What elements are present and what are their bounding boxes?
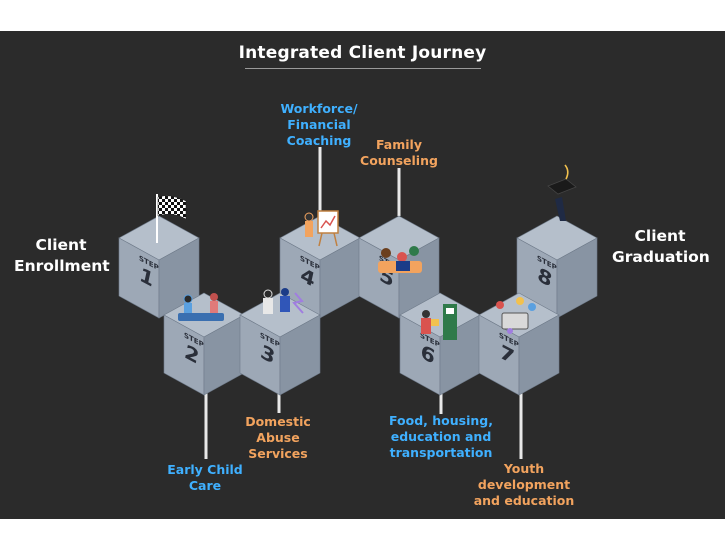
step-2-illustration-icon bbox=[178, 293, 224, 321]
step-6-service-label: Food, housing, education and transportat… bbox=[381, 413, 501, 461]
step-2-service-line: Care bbox=[188, 478, 222, 493]
client-graduation-label: Client Graduation bbox=[612, 226, 710, 268]
step-cubes: STEP1STEP4STEP5STEP8STEP2STEP3STEP6STEP7 bbox=[118, 215, 598, 396]
cube-right-face bbox=[518, 314, 560, 396]
client-graduation-line-1: Client bbox=[634, 227, 686, 245]
step-number-label: 3 bbox=[261, 340, 275, 371]
step-5-service-label: Family Counseling bbox=[344, 137, 454, 169]
cube-right-face bbox=[279, 314, 321, 396]
step-5-service-line: Counseling bbox=[360, 153, 438, 168]
step-3-service-line: Abuse bbox=[256, 430, 300, 445]
step-2-service-line: Early Child bbox=[167, 462, 243, 477]
step-5-service-line: Family bbox=[376, 137, 422, 152]
step-3-service-line: Domestic bbox=[245, 414, 311, 429]
journey-slide: STEP1STEP4STEP5STEP8STEP2STEP3STEP6STEP7 bbox=[0, 31, 725, 519]
journey-diagram: STEP1STEP4STEP5STEP8STEP2STEP3STEP6STEP7 bbox=[118, 147, 598, 459]
cube-right-face bbox=[556, 237, 598, 319]
step-number-label: 2 bbox=[185, 340, 199, 371]
step-number-label: 1 bbox=[140, 263, 154, 294]
step-number-label: 4 bbox=[300, 262, 315, 293]
step-2-service-label: Early Child Care bbox=[150, 462, 260, 494]
step-5-illustration-icon bbox=[378, 246, 422, 273]
graduation-cap-icon bbox=[547, 164, 577, 221]
step-3-illustration-icon bbox=[263, 288, 304, 314]
step-7-service-line: Youth bbox=[503, 461, 545, 476]
title-underline bbox=[245, 68, 481, 69]
step-6-service-line: transportation bbox=[389, 445, 493, 460]
client-enrollment-line-2: Enrollment bbox=[14, 257, 110, 275]
step-4-service-line: Coaching bbox=[286, 133, 352, 148]
step-6-service-line: education and bbox=[390, 429, 492, 444]
step-4-illustration-icon bbox=[304, 210, 339, 247]
step-3-service-label: Domestic Abuse Services bbox=[228, 414, 328, 462]
step-7-illustration-icon bbox=[496, 297, 536, 334]
client-enrollment-label: Client Enrollment bbox=[14, 235, 110, 277]
step-number-label: 6 bbox=[421, 340, 435, 371]
step-7-service-line: development bbox=[477, 477, 571, 492]
step-number-label: 8 bbox=[538, 263, 552, 294]
page-title: Integrated Client Journey bbox=[238, 43, 487, 63]
step-7-service-line: and education bbox=[473, 493, 575, 508]
step-3-service-line: Services bbox=[248, 446, 308, 461]
client-enrollment-line-1: Client bbox=[35, 236, 87, 254]
step-6-illustration-icon bbox=[421, 304, 457, 340]
step-4-service-label: Workforce/ Financial Coaching bbox=[264, 101, 374, 149]
step-7-service-label: Youth development and education bbox=[464, 461, 584, 509]
step-6-service-line: Food, housing, bbox=[389, 413, 493, 428]
checkered-flag-icon bbox=[156, 194, 187, 243]
step-4-service-line: Workforce/ bbox=[280, 101, 358, 116]
step-4-service-line: Financial bbox=[287, 117, 351, 132]
client-graduation-line-2: Graduation bbox=[612, 248, 710, 266]
step-number-label: 7 bbox=[500, 340, 514, 371]
